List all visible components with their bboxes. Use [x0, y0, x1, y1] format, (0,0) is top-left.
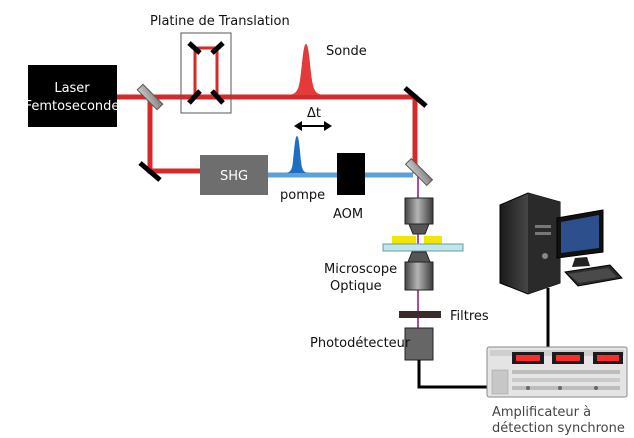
stage-mirror-bottom-left — [187, 89, 202, 105]
delay-label: Δt — [307, 106, 321, 121]
sample-left — [392, 236, 416, 244]
mirror-bottom-left — [138, 161, 162, 182]
stage-label: Platine de Translation — [150, 14, 290, 29]
beam-splitter-left — [136, 83, 164, 111]
pump-label: pompe — [280, 188, 325, 203]
shg-label: SHG — [220, 169, 248, 184]
probe-label: Sonde — [326, 44, 367, 59]
filter-plate — [399, 311, 441, 318]
stage-mirror-top-right — [210, 41, 225, 55]
laser-box — [28, 65, 117, 127]
translation-stage-frame — [180, 32, 232, 114]
filters-label: Filtres — [450, 309, 489, 324]
stage-mirror-bottom-right — [210, 89, 225, 105]
amplifier-label-line1: Amplificateur à — [492, 405, 591, 420]
microscope-slide — [382, 243, 464, 252]
aom-box — [337, 153, 365, 195]
sample-right — [424, 236, 442, 244]
microscope-label-line2: Optique — [330, 279, 382, 294]
red-beam-path — [115, 46, 418, 174]
lock-in-amplifier — [486, 346, 628, 398]
aom-label: AOM — [333, 207, 363, 222]
objective-top — [404, 197, 434, 235]
probe-pulse — [285, 44, 327, 95]
objective-bottom — [404, 251, 434, 291]
stage-mirror-top-left — [187, 41, 202, 55]
amplifier-label-line2: détection synchrone — [492, 421, 625, 436]
computer-icon — [499, 192, 623, 295]
cable-detector-amplifier — [417, 360, 487, 389]
shg-box — [200, 155, 268, 195]
pump-pulse — [284, 136, 310, 173]
dichroic-mirror — [404, 157, 434, 187]
laser-label-line1: Laser — [54, 81, 90, 96]
delay-arrow — [294, 121, 332, 131]
microscope-label-line1: Microscope — [324, 262, 397, 277]
mirror-top-right — [403, 86, 428, 108]
photodetector-label: Photodétecteur — [310, 336, 411, 351]
laser-label-line2: Femtoseconde — [25, 99, 120, 114]
